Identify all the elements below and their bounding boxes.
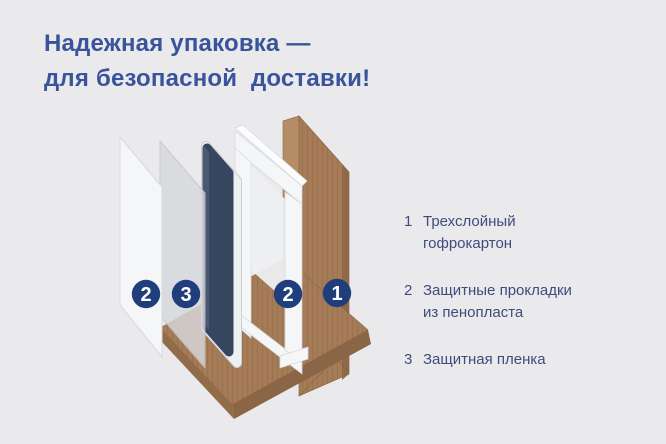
foam-frame-right-bar	[284, 191, 303, 363]
legend-item-line: из пенопласта	[423, 304, 524, 321]
badge-number: 1	[331, 283, 342, 305]
foam-sheet-outer	[119, 136, 163, 358]
legend-item-number: 3	[404, 351, 413, 368]
tray-top-texture	[160, 258, 368, 405]
legend-item-line: Трехслойный	[423, 213, 516, 230]
legend-item-foam-pads: 2 Защитные прокладки из пенопласта	[404, 280, 624, 324]
legend-item-number: 1	[404, 213, 413, 230]
legend-item-text: Защитные прокладки из пенопласта	[423, 280, 572, 324]
legend-item-text: Трехслойный гофрокартон	[423, 211, 516, 255]
legend: 1 Трехслойный гофрокартон 2 Защитные про…	[404, 211, 624, 371]
badge-circle	[171, 279, 201, 309]
cardboard-tray	[159, 257, 371, 419]
title-line-1: Надежная упаковка —	[44, 30, 311, 57]
badge-number: 3	[180, 284, 191, 306]
badge-number: 2	[282, 284, 293, 306]
foam-frame-foot	[279, 346, 309, 369]
badge-protective-film: 3	[171, 279, 201, 309]
tray-left-side	[160, 328, 234, 419]
badge-foam-sheet-outer: 2	[131, 279, 161, 309]
badge-foam-frame-pad: 2	[273, 279, 303, 309]
badge-circle	[273, 279, 303, 309]
badge-circle	[322, 278, 352, 308]
tray-front-side	[232, 330, 371, 419]
legend-item-text: Защитная пленка	[423, 349, 546, 371]
legend-item-line: Защитная пленка	[423, 351, 546, 368]
badge-corrugated-box: 1	[322, 278, 352, 308]
badge-circle	[131, 279, 161, 309]
legend-item-film: 3 Защитная пленка	[404, 349, 624, 371]
legend-item-line: Защитные прокладки	[423, 282, 572, 299]
legend-item-cardboard: 1 Трехслойный гофрокартон	[404, 211, 624, 255]
panel-screen	[202, 143, 234, 357]
title-line-2: для безопасной доставки!	[44, 65, 371, 92]
product-panel	[201, 141, 242, 368]
foam-frame-top-face	[234, 124, 308, 187]
legend-item-line: гофрокартон	[423, 235, 513, 252]
badge-number: 2	[140, 284, 151, 306]
legend-item-number: 2	[404, 282, 413, 299]
foam-frame-recess-panel	[251, 166, 287, 302]
page-title: Надежная упаковка — для безопасной доста…	[44, 26, 370, 96]
